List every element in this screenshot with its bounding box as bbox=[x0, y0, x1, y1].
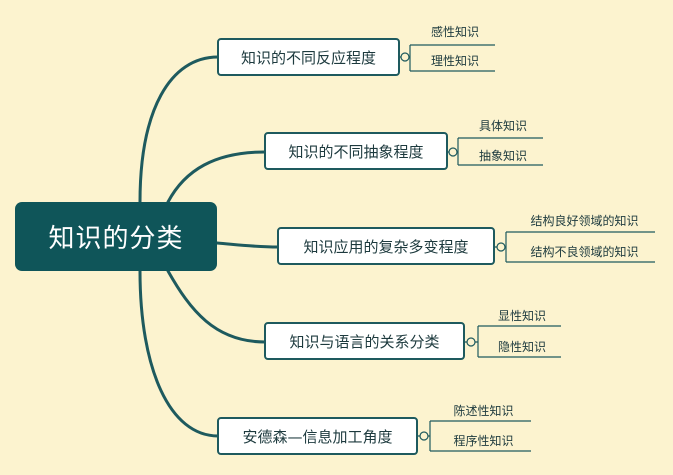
branch-1-collapse-dot[interactable] bbox=[400, 52, 410, 62]
branch-3-collapse-dot[interactable] bbox=[496, 242, 506, 252]
branch-topic-3[interactable]: 知识应用的复杂多变程度 bbox=[277, 227, 495, 265]
branch-5-collapse-dot[interactable] bbox=[419, 431, 429, 441]
edge-root-branch-1 bbox=[138, 55, 220, 204]
edge-root-branch-3 bbox=[215, 241, 280, 249]
branch-topic-5[interactable]: 安德森—信息加工角度 bbox=[217, 417, 418, 455]
leaf-topic-3-1[interactable]: 结构良好领域的知识 bbox=[530, 214, 639, 228]
leaf-topic-2-1[interactable]: 具体知识 bbox=[478, 119, 527, 133]
leaf-topic-1-1[interactable]: 感性知识 bbox=[430, 25, 479, 39]
leaf-topic-3-2[interactable]: 结构不良领域的知识 bbox=[530, 245, 639, 259]
leaf-topic-5-1[interactable]: 陈述性知识 bbox=[453, 404, 514, 418]
branch-topic-1[interactable]: 知识的不同反应程度 bbox=[217, 38, 400, 76]
leaf-topic-4-1[interactable]: 显性知识 bbox=[497, 309, 546, 323]
leaf-topic-1-2[interactable]: 理性知识 bbox=[430, 54, 479, 68]
edge-root-branch-2 bbox=[166, 150, 267, 204]
edge-root-branch-5 bbox=[138, 269, 220, 438]
leaf-topic-5-2[interactable]: 程序性知识 bbox=[453, 434, 514, 448]
edge-root-branch-4 bbox=[166, 269, 267, 344]
root-topic[interactable]: 知识的分类 bbox=[15, 202, 217, 271]
branch-topic-4[interactable]: 知识与语言的关系分类 bbox=[264, 322, 465, 360]
leaf-topic-4-2[interactable]: 隐性知识 bbox=[497, 340, 546, 354]
branch-topic-2[interactable]: 知识的不同抽象程度 bbox=[264, 132, 448, 170]
branch-4-collapse-dot[interactable] bbox=[466, 337, 476, 347]
leaf-topic-2-2[interactable]: 抽象知识 bbox=[478, 149, 527, 163]
branch-2-collapse-dot[interactable] bbox=[448, 147, 458, 157]
